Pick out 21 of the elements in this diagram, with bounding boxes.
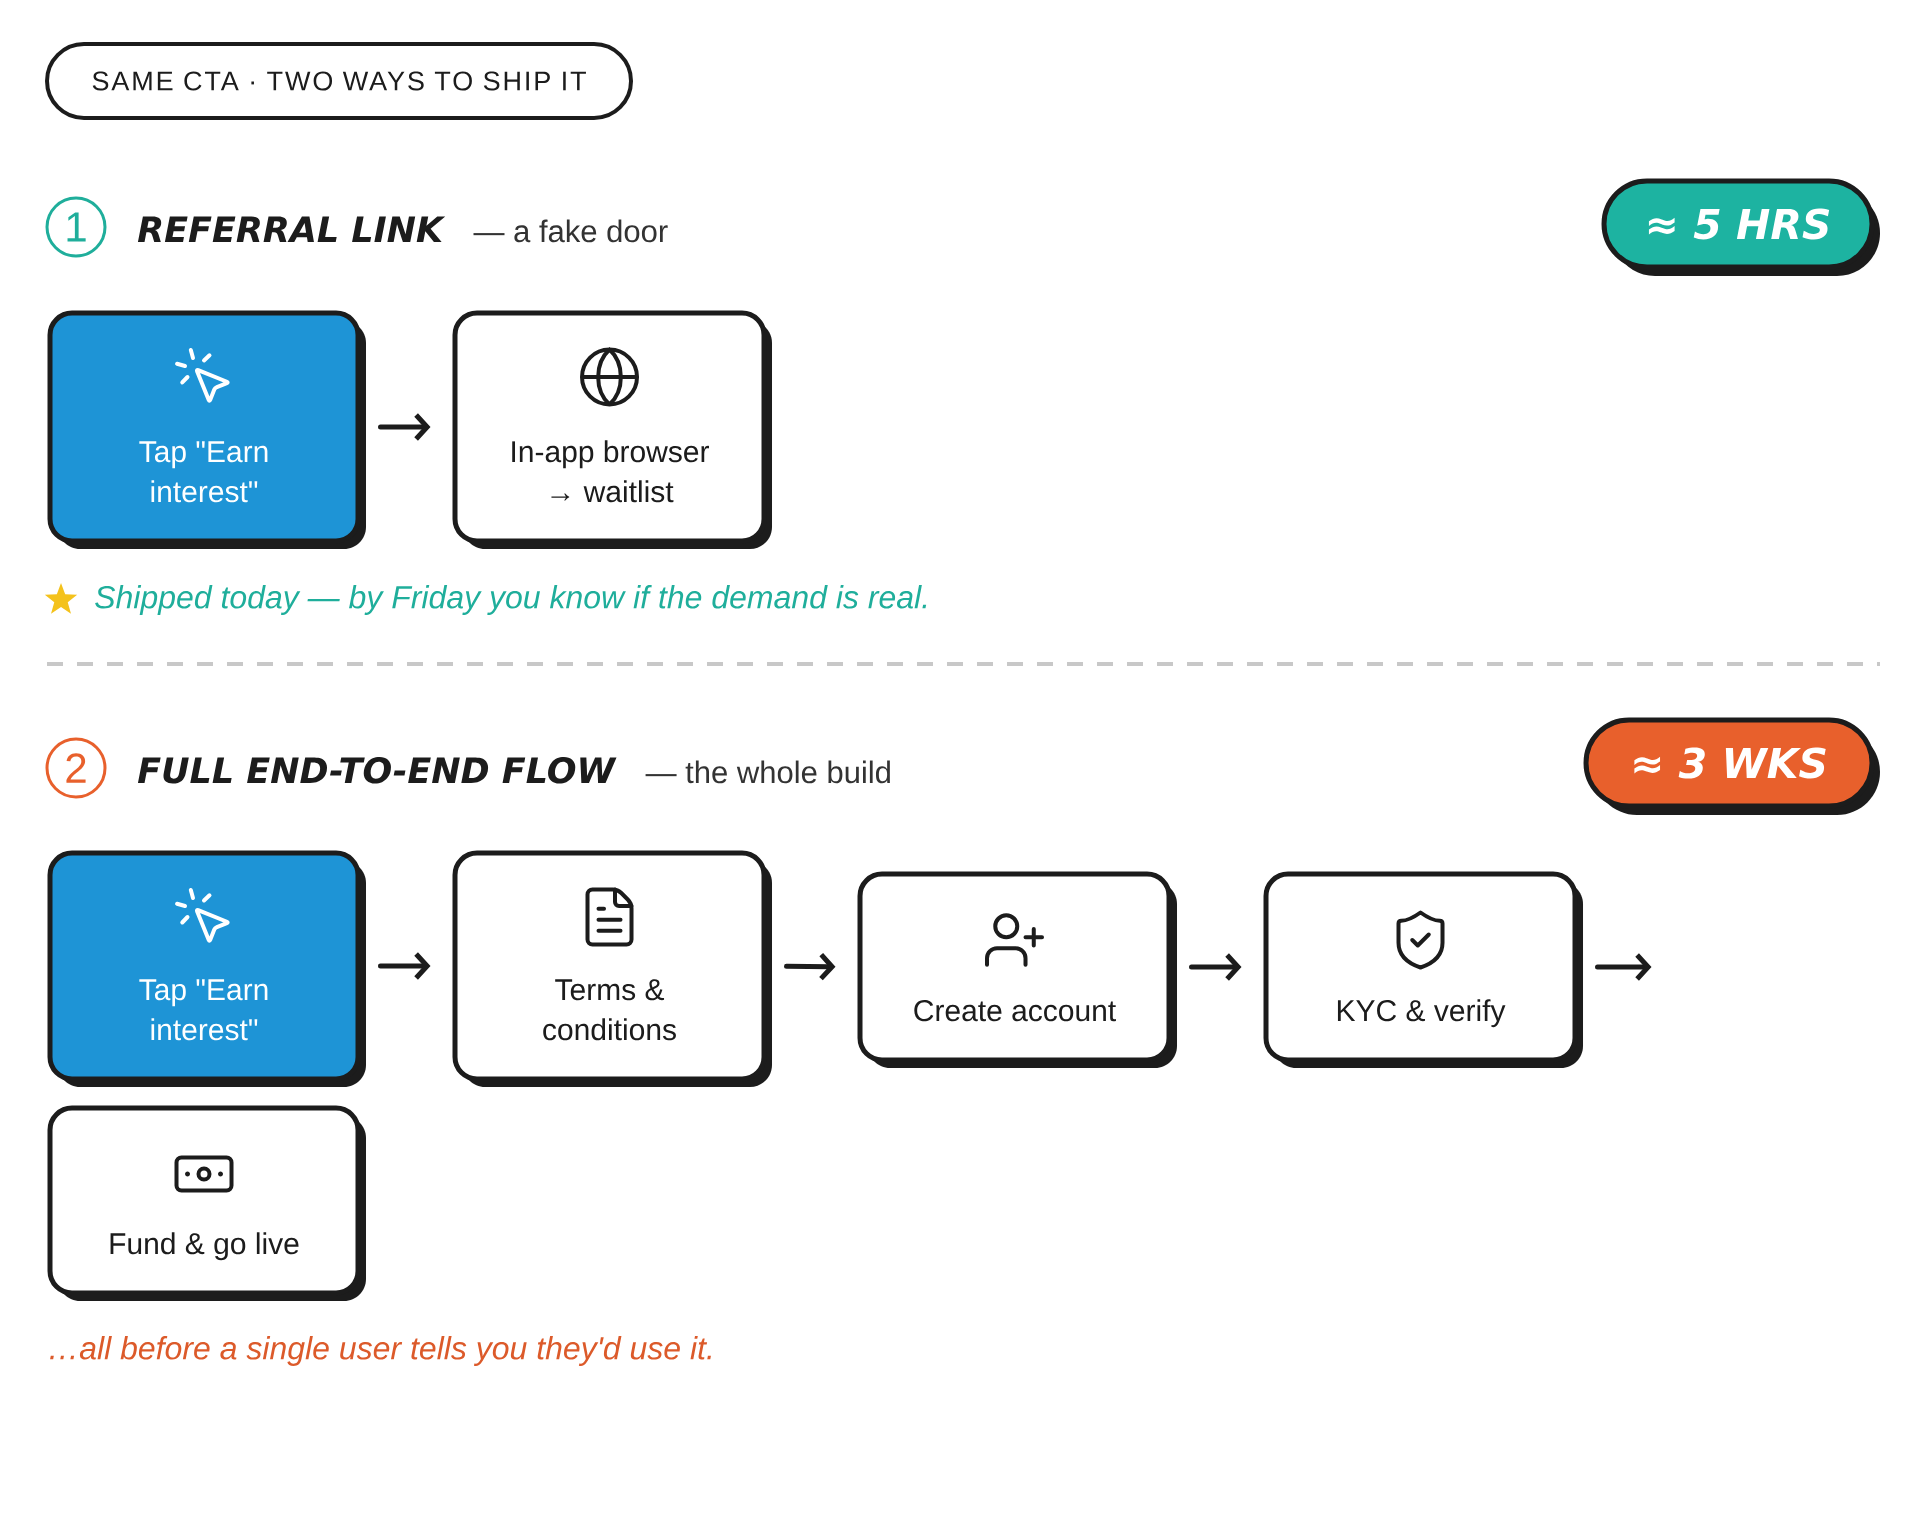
step-box: Terms & conditions: [452, 850, 772, 1087]
step-box: Create account: [857, 871, 1177, 1068]
note-text: …all before a single user tells you they'd use it.: [50, 1336, 711, 1366]
step-box: Fund & go live: [47, 1105, 366, 1301]
step-box: KYC & verify: [1263, 871, 1583, 1068]
arrow: [378, 413, 431, 441]
arrow: [378, 952, 431, 980]
arrow: [1189, 953, 1242, 981]
time-badge: ≈ 3 WKS: [1583, 717, 1880, 815]
section-heading: FULL END-TO-END FLOW: [137, 757, 617, 784]
step-box: Tap "Earn interest": [47, 850, 366, 1087]
step-box: In-app browser → waitlist: [452, 310, 772, 549]
title-pill: SAME CTA · TWO WAYS TO SHIP IT: [45, 42, 633, 120]
section-subtitle: — a fake door: [473, 219, 668, 243]
section-subtitle: — the whole build: [645, 760, 890, 784]
arrow: [1595, 953, 1652, 981]
time-badge: ≈ 5 HRS: [1601, 178, 1880, 276]
note-text: Shipped today — by Friday you know if the demand is real.: [95, 585, 927, 615]
step-box: Tap "Earn interest": [47, 310, 366, 549]
arrow: [784, 952, 836, 981]
section-heading: REFERRAL LINK: [137, 216, 446, 242]
